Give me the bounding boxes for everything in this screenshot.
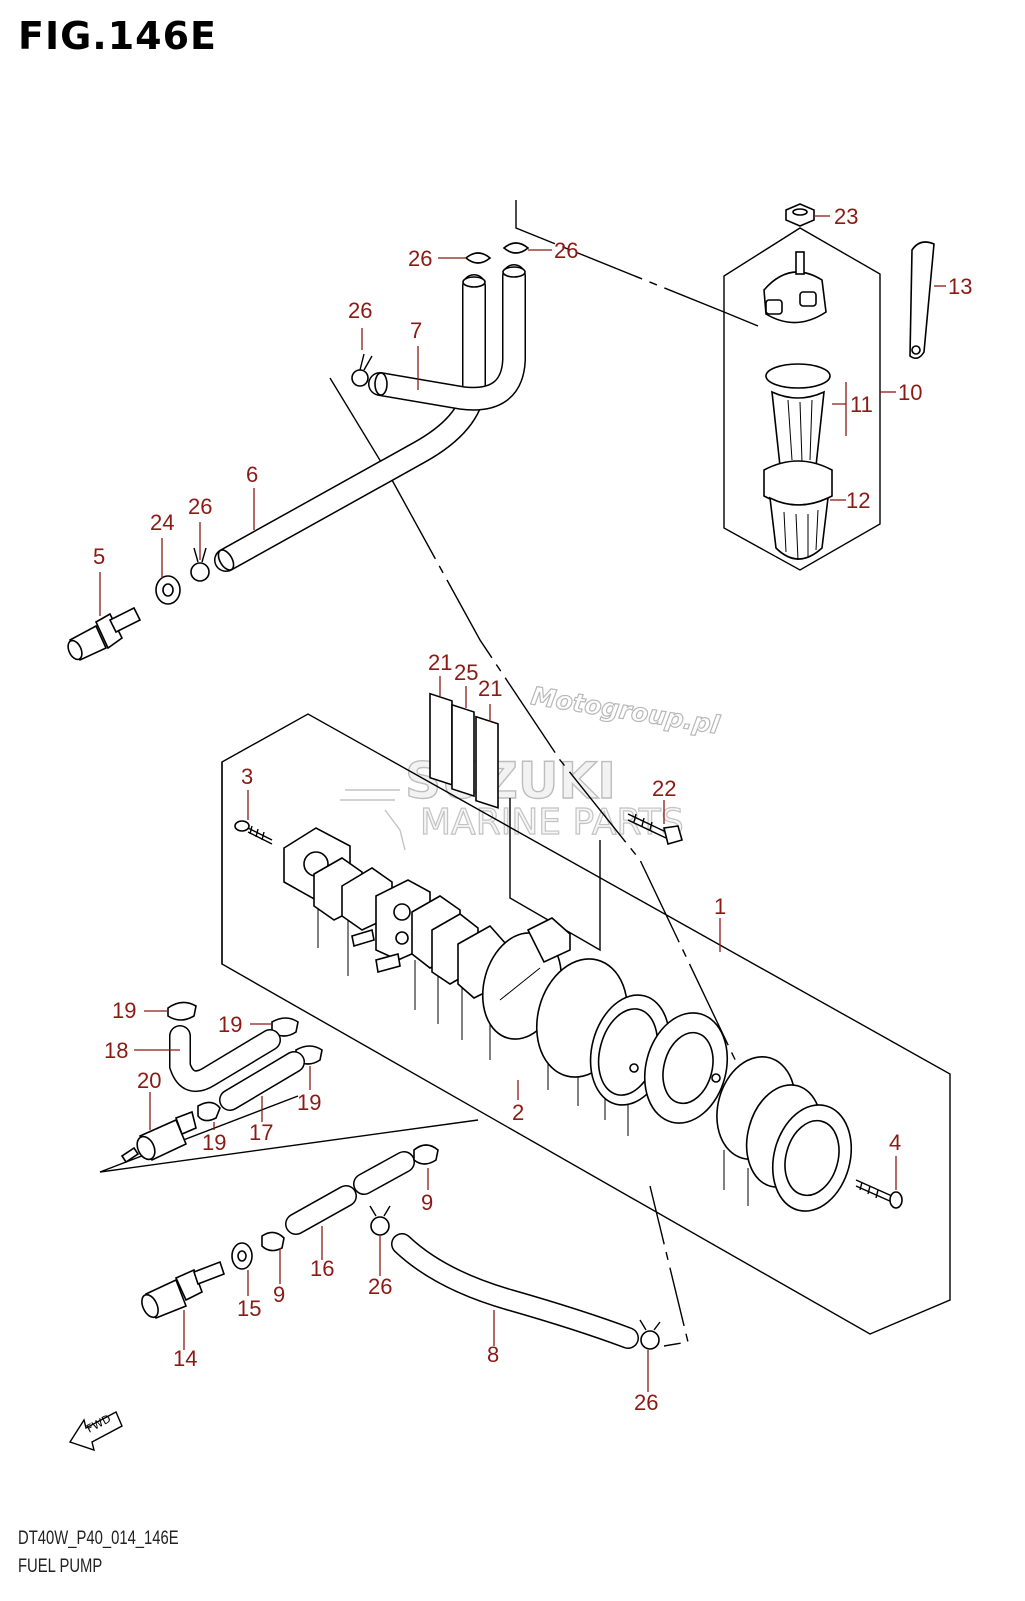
figure-title: FIG.146E	[18, 14, 218, 58]
clip-26-d	[190, 562, 210, 582]
clip-9-b	[261, 1231, 285, 1252]
bolt-3	[234, 820, 273, 845]
bolt-22	[627, 813, 683, 845]
parts	[67, 203, 935, 1350]
clip-26-a	[464, 252, 492, 264]
callout-19-d: 19	[202, 1130, 226, 1155]
watermark-sub: MARINE PARTS	[420, 802, 684, 843]
gasket-25	[451, 703, 475, 798]
callout-25: 25	[454, 660, 478, 685]
callout-24: 24	[150, 510, 174, 535]
fuel-pump-1	[283, 827, 853, 1212]
callout-10: 10	[898, 380, 922, 405]
clip-26-c	[351, 369, 369, 387]
callout-22: 22	[652, 776, 676, 801]
clip-26-e	[370, 1216, 390, 1236]
strap-13	[909, 241, 935, 360]
callout-4: 4	[889, 1130, 901, 1155]
callout-11: 11	[850, 392, 873, 417]
watermark-site: Motogroup.pl	[529, 681, 722, 739]
callout-8: 8	[487, 1342, 499, 1367]
callout-leaders	[99, 215, 946, 1392]
callout-2: 2	[512, 1100, 524, 1125]
callout-1: 1	[714, 894, 726, 919]
gasket-21-a	[429, 692, 453, 786]
fuel-filter-10	[763, 251, 833, 561]
fitting-14	[141, 1260, 226, 1320]
callout-23: 23	[834, 204, 858, 229]
clip-19-d	[197, 1101, 221, 1122]
callout-14: 14	[173, 1346, 197, 1371]
clip-26-b	[502, 242, 530, 254]
callout-26-a: 26	[408, 246, 432, 271]
callout-21-b: 21	[478, 676, 502, 701]
fuel-hose-6	[214, 274, 486, 572]
callout-17: 17	[249, 1120, 273, 1145]
callout-21-a: 21	[428, 650, 452, 675]
figure-name: FUEL PUMP	[18, 1556, 103, 1577]
clip-26-f	[640, 1330, 660, 1350]
figure-code: DT40W_P40_014_146E	[18, 1528, 179, 1549]
fitting-5	[67, 606, 142, 662]
callout-19-c: 19	[297, 1090, 321, 1115]
callout-15: 15	[237, 1296, 261, 1321]
clip-9-a	[413, 1144, 439, 1165]
gasket-21-b	[475, 715, 499, 809]
callout-12: 12	[846, 488, 870, 513]
callout-9-a: 9	[421, 1190, 433, 1215]
fwd-arrow-icon: FWD	[68, 1411, 123, 1452]
callout-labels: 26 26 23 13 26 7 10 11 12 6 24 26 5 21 2…	[93, 204, 972, 1415]
watermark: Motogroup.pl SUZUKI MARINE PARTS	[340, 681, 723, 851]
callout-18: 18	[104, 1038, 128, 1063]
callout-26-c: 26	[348, 298, 372, 323]
callout-26-b: 26	[554, 238, 578, 263]
callout-7: 7	[410, 318, 422, 343]
callout-9-b: 9	[273, 1282, 285, 1307]
callout-13: 13	[948, 274, 972, 299]
filter-20	[120, 1110, 197, 1164]
callout-20: 20	[137, 1068, 161, 1093]
callout-19-b: 19	[218, 1012, 242, 1037]
callout-26-e: 26	[368, 1274, 392, 1299]
callout-16: 16	[310, 1256, 334, 1281]
callout-26-d: 26	[188, 494, 212, 519]
callout-19-a: 19	[112, 998, 136, 1023]
callout-26-f: 26	[634, 1390, 658, 1415]
callout-3: 3	[241, 764, 253, 789]
callout-5: 5	[93, 544, 105, 569]
clip-19-a	[167, 1001, 197, 1021]
callout-6: 6	[246, 462, 258, 487]
bolt-4	[855, 1179, 903, 1209]
